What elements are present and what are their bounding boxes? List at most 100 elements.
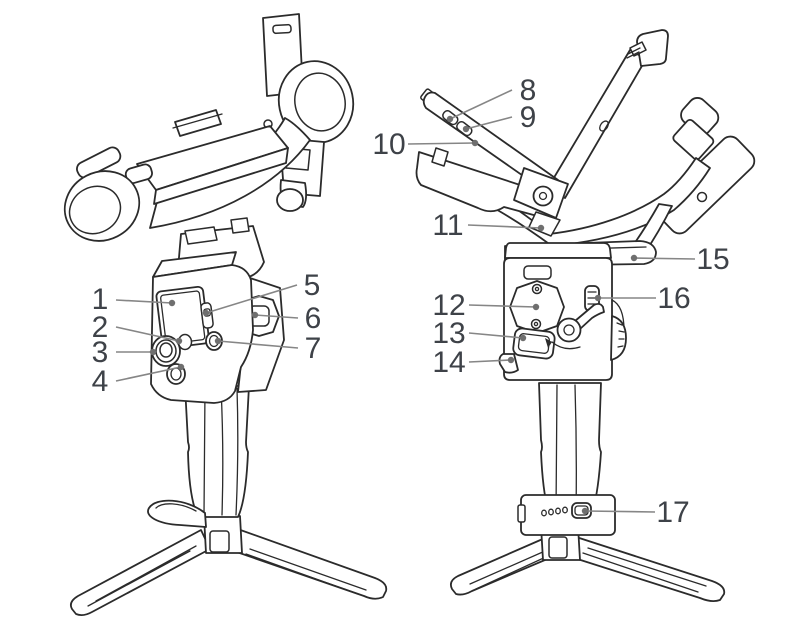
- callout-17: 17: [656, 496, 689, 529]
- callout-3: 3: [92, 336, 109, 369]
- tripod-left-leg-detail: [87, 545, 197, 607]
- leader-1: [115, 299, 173, 304]
- speaker-hole: [562, 506, 568, 514]
- leader-7: [217, 340, 299, 349]
- leader-8: [449, 89, 513, 120]
- leader-dot-15: [630, 254, 638, 262]
- handle-grip: [184, 385, 250, 518]
- handle-bottom-notch: [517, 504, 526, 523]
- callout-13: 13: [432, 317, 465, 350]
- right-bracket-step: [672, 118, 715, 161]
- leader-dot-7: [214, 337, 222, 345]
- leader-dot-10: [471, 139, 479, 147]
- tripod-right-leg-back: [567, 534, 726, 603]
- leader-dot-14: [507, 356, 515, 364]
- leader-6: [254, 314, 299, 319]
- joystick-cap: [159, 342, 173, 358]
- callout-4: 4: [92, 365, 109, 398]
- tripod-right-leg-back-detail: [582, 547, 707, 593]
- callout-5: 5: [304, 269, 321, 302]
- tilt-motor-cap: [76, 146, 122, 179]
- leader-dot-2: [175, 337, 183, 345]
- speaker-hole: [541, 509, 547, 517]
- plate-screw-top: [531, 283, 543, 295]
- cold-shoe-rail: [172, 113, 223, 129]
- leader-lines: [115, 89, 696, 515]
- cold-shoe: [174, 109, 222, 137]
- tripod-right-leg-detail: [245, 548, 367, 595]
- leader-dot-11: [537, 224, 545, 232]
- lock-knob-inner: [563, 324, 575, 336]
- callout-12: 12: [432, 289, 465, 322]
- plate-screw-bottom: [530, 318, 542, 330]
- roll-motor-inner: [294, 72, 346, 132]
- leader-10: [407, 142, 476, 145]
- arm-tip-clamp-ridges: [626, 47, 641, 59]
- leader-dot-8: [446, 115, 454, 123]
- tripod-front-foot-detail: [155, 503, 197, 512]
- callout-15: 15: [696, 243, 729, 276]
- rotation-arrow: [551, 341, 581, 350]
- leader-15: [633, 257, 696, 260]
- leader-2: [115, 326, 180, 342]
- speaker-hole: [548, 508, 554, 516]
- rotation-arrowhead: [545, 338, 552, 348]
- pan-motor: [276, 188, 304, 212]
- callout-10: 10: [372, 128, 405, 161]
- rail-clamp-wedge: [528, 211, 561, 237]
- callout-7: 7: [305, 332, 322, 365]
- callout-16: 16: [657, 282, 690, 315]
- lock-lever: [574, 302, 605, 330]
- tripod-right-leg: [227, 526, 388, 600]
- callout-6: 6: [305, 302, 322, 335]
- leader-14: [468, 359, 512, 363]
- leader-dot-1: [168, 299, 176, 307]
- side-dial-ridges: [616, 322, 625, 348]
- leader-dot-9: [462, 125, 470, 133]
- callout-1: 1: [92, 283, 109, 316]
- handle-bottom-block: [520, 494, 616, 536]
- callout-11: 11: [432, 209, 463, 242]
- callout-9: 9: [520, 101, 537, 134]
- leader-12: [468, 304, 537, 308]
- clamp-tab: [230, 217, 250, 234]
- callout-2: 2: [92, 311, 109, 344]
- leader-dot-4: [177, 363, 185, 371]
- plate-screw-bottom-inner: [533, 321, 539, 327]
- tripod-front-foot: [147, 499, 207, 528]
- front-view-illustration: [63, 13, 388, 617]
- callout-numbers: 1 2 3 4 5 6 7 8 9 10 11 12 13 14 15 16 1…: [92, 74, 730, 529]
- lock-knob: [556, 317, 582, 343]
- callout-14: 14: [432, 346, 465, 379]
- bracket-peg: [696, 191, 708, 203]
- side-dial: [610, 315, 627, 361]
- body-top-slot: [523, 265, 552, 280]
- arm-hole: [599, 120, 609, 132]
- camera-plate-front: [153, 147, 289, 205]
- leader-dot-5: [202, 309, 210, 317]
- callout-8: 8: [520, 74, 537, 107]
- leader-dot-6: [251, 311, 259, 319]
- tripod-left-leg-back: [449, 537, 553, 596]
- arm-tip-cap: [636, 29, 669, 67]
- tilt-motor-inner: [68, 185, 122, 235]
- leader-11: [467, 224, 542, 229]
- tripod-left-leg: [69, 529, 211, 617]
- tripod-hub-knob-back: [548, 536, 568, 559]
- top-post-slot: [272, 23, 292, 35]
- leader-13: [468, 332, 524, 339]
- rail-clamp-knob: [532, 185, 554, 207]
- plate-tab: [431, 147, 449, 167]
- leader-4: [115, 366, 182, 382]
- latch-14: [498, 353, 519, 374]
- leader-dot-12: [532, 303, 540, 311]
- vertical-arm: [548, 49, 647, 199]
- clamp-shoe: [184, 226, 218, 245]
- plate-screw-top-inner: [534, 286, 540, 292]
- leader-dot-16: [594, 294, 602, 302]
- back-view-illustration: [415, 29, 756, 603]
- leader-17: [584, 510, 656, 513]
- leader-dot-3: [149, 348, 157, 356]
